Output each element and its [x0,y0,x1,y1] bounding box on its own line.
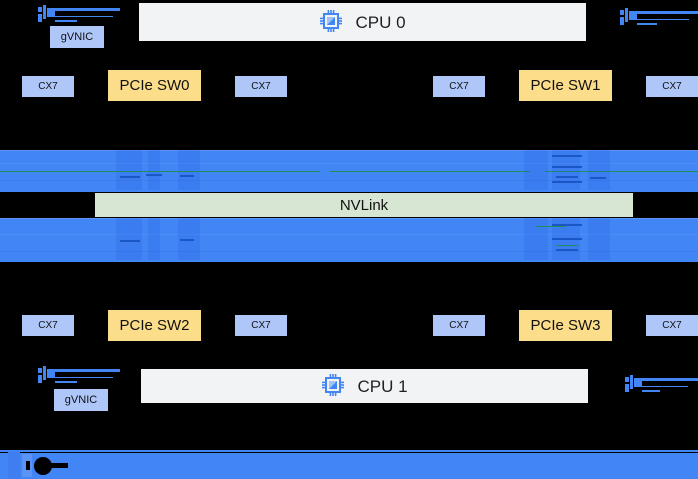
bottom-network-rule [0,450,698,452]
nvlink-bar[interactable]: NVLink [95,193,633,217]
cx7-box-0[interactable]: CX7 [22,76,74,97]
network-interface-icon [38,5,120,25]
cpu-chip-icon [321,373,345,400]
nvlink-label: NVLink [339,196,389,214]
bottom-network-band [0,453,698,479]
cx7-box-2[interactable]: CX7 [433,76,485,97]
gpu-band-bottom [0,218,698,262]
cx7-box-3[interactable]: CX7 [646,76,698,97]
pcie-switch-2[interactable]: PCIe SW2 [108,310,201,341]
cpu-box-1[interactable]: CPU 1 [141,369,588,403]
cx7-label: CX7 [449,80,469,92]
cx7-label: CX7 [251,319,271,331]
cx7-label: CX7 [662,319,682,331]
cx7-box-6[interactable]: CX7 [433,315,485,336]
cpu-label: CPU 1 [357,376,408,396]
pcie-switch-label: PCIe SW2 [119,317,190,334]
cx7-label: CX7 [251,80,271,92]
network-interface-icon-bottom-right [625,375,698,395]
logo-counter-shape [34,457,52,475]
cx7-label: CX7 [662,80,682,92]
pcie-switch-0[interactable]: PCIe SW0 [108,70,201,101]
pcie-switch-label: PCIe SW1 [530,77,601,94]
gpu-band-top [0,150,698,192]
gvnic-box-1[interactable]: gVNIC [54,389,108,411]
gvnic-label: gVNIC [64,393,98,406]
network-interface-icon-bottom-left [38,366,120,386]
cx7-box-7[interactable]: CX7 [646,315,698,336]
cpu-label: CPU 0 [355,12,406,32]
cx7-box-5[interactable]: CX7 [235,315,287,336]
cx7-label: CX7 [38,80,58,92]
cx7-box-4[interactable]: CX7 [22,315,74,336]
pcie-switch-label: PCIe SW3 [530,317,601,334]
pcie-switch-1[interactable]: PCIe SW1 [519,70,612,101]
cx7-label: CX7 [38,319,58,331]
pcie-switch-3[interactable]: PCIe SW3 [519,310,612,341]
gvnic-box-0[interactable]: gVNIC [50,26,104,48]
cx7-label: CX7 [449,319,469,331]
cx7-box-1[interactable]: CX7 [235,76,287,97]
network-interface-icon-right-top [620,8,698,28]
cpu-chip-icon [319,9,343,36]
pcie-switch-label: PCIe SW0 [119,77,190,94]
gvnic-label: gVNIC [60,30,94,43]
cpu-box-0[interactable]: CPU 0 [139,3,586,41]
